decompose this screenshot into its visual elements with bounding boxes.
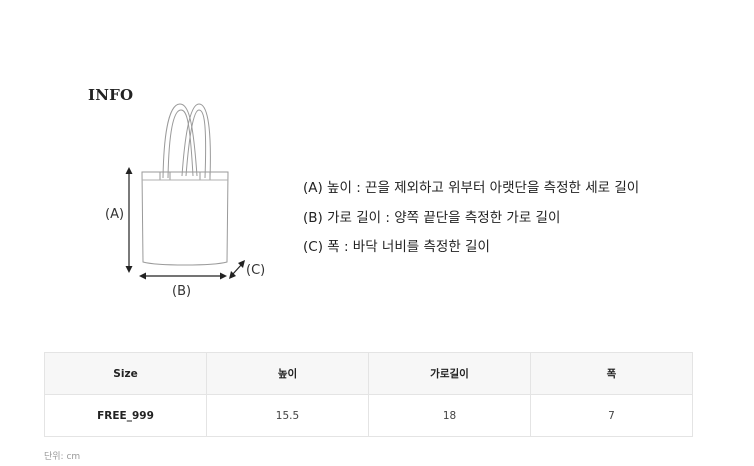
bag-body <box>141 171 229 266</box>
bag-handle-right <box>181 103 211 179</box>
tote-bag-diagram <box>125 103 245 280</box>
size-table: Size 높이 가로길이 폭 FREE_999 15.5 18 7 <box>44 352 693 437</box>
depth-arrow <box>229 260 245 279</box>
header-depth: 폭 <box>530 352 693 395</box>
bag-handle-right-inner <box>185 109 207 179</box>
width-arrow <box>139 272 227 280</box>
unit-note: 단위: cm <box>44 452 81 462</box>
header-width: 가로길이 <box>368 352 531 395</box>
width-label: (B) <box>172 284 192 299</box>
description-height: (A) 높이 : 끈을 제외하고 위부터 아랫단을 측정한 세로 길이 <box>303 180 640 196</box>
measurement-descriptions: (A) 높이 : 끈을 제외하고 위부터 아랫단을 측정한 세로 길이 (B) … <box>303 174 639 263</box>
bag-handle-left <box>162 103 198 179</box>
depth-label: (C) <box>246 263 266 278</box>
description-width: (B) 가로 길이 : 양쪽 끝단을 측정한 가로 길이 <box>303 209 561 226</box>
info-title: INFO <box>88 86 134 104</box>
cell-height: 15.5 <box>206 394 369 437</box>
cell-depth: 7 <box>530 394 693 437</box>
height-arrow <box>125 167 133 273</box>
description-depth: (C) 폭 : 바닥 너비를 측정한 길이 <box>303 239 490 255</box>
size-table-header-row: Size 높이 가로길이 폭 <box>44 352 693 395</box>
height-label: (A) <box>105 207 125 222</box>
cell-width: 18 <box>368 394 531 437</box>
header-size: Size <box>44 352 207 395</box>
cell-size: FREE_999 <box>44 394 207 437</box>
table-row: FREE_999 15.5 18 7 <box>44 394 693 437</box>
header-height: 높이 <box>206 352 369 395</box>
